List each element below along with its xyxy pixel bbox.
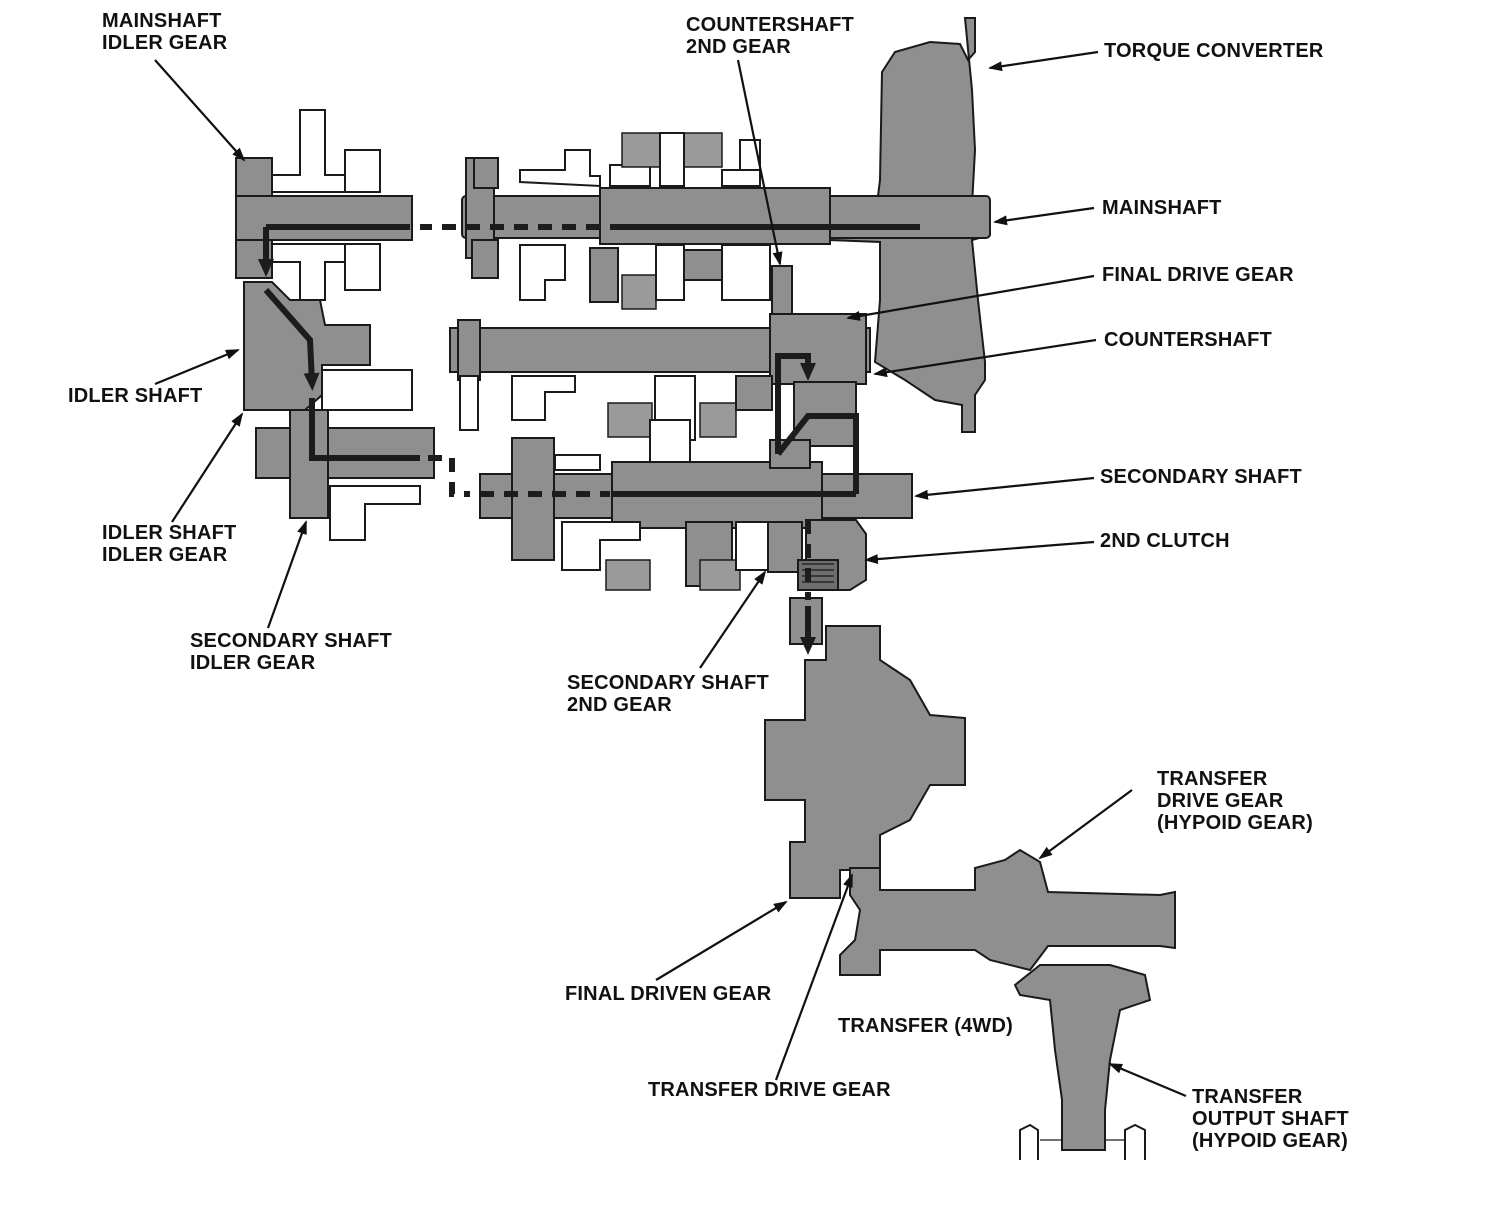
label-second-clutch: 2ND CLUTCH: [1100, 530, 1230, 552]
second-clutch-assembly: [797, 519, 867, 591]
label-secondary-shaft-2nd-gear: SECONDARY SHAFT 2ND GEAR: [567, 672, 769, 716]
transfer-output-flange: [1019, 1123, 1146, 1160]
leader-mainshaft: [993, 206, 1095, 226]
label-idler-shaft-idler-gear: IDLER SHAFT IDLER GEAR: [102, 522, 237, 566]
secondary-shaft-lower-gears: [561, 521, 803, 591]
final-drive-housing: [764, 597, 966, 899]
leader-final-drive-gear: [846, 274, 1095, 321]
label-mainshaft: MAINSHAFT: [1102, 197, 1222, 219]
label-mainshaft-idler-gear: MAINSHAFT IDLER GEAR: [102, 10, 228, 54]
power-flow-path: [258, 224, 920, 655]
label-transfer-4wd: TRANSFER (4WD): [838, 1015, 1014, 1037]
secondary-shaft-idler-gear: [255, 409, 435, 541]
leader-transfer-drive-gear: [774, 873, 854, 1081]
leader-second-clutch: [864, 540, 1095, 565]
leader-transfer-drive-gear-hypoid: [1038, 789, 1133, 860]
secondary-shaft-upper-gears: [554, 419, 811, 471]
idler-shaft-idler-gear: [243, 281, 413, 411]
leader-countershaft-2nd-gear: [736, 59, 783, 266]
label-final-drive-gear: FINAL DRIVE GEAR: [1102, 264, 1294, 286]
leader-secondary-shaft-2nd-gear: [699, 570, 767, 669]
leader-transfer-output-shaft-hypoid: [1108, 1062, 1187, 1098]
label-countershaft: COUNTERSHAFT: [1104, 329, 1272, 351]
label-secondary-shaft-idler-gear: SECONDARY SHAFT IDLER GEAR: [190, 630, 392, 674]
leader-idler-shaft-idler-gear: [171, 412, 244, 523]
label-idler-shaft: IDLER SHAFT: [68, 385, 203, 407]
countershaft-lower-gears: [459, 375, 857, 447]
leader-lines: [154, 50, 1187, 1098]
label-secondary-shaft: SECONDARY SHAFT: [1100, 466, 1302, 488]
countershaft: [449, 313, 871, 385]
label-transfer-drive-gear-hypoid: TRANSFER DRIVE GEAR (HYPOID GEAR): [1157, 768, 1313, 834]
transfer-assembly: [839, 848, 1176, 1160]
leader-countershaft: [873, 338, 1097, 378]
mainshaft-lower-gears: [471, 239, 793, 325]
mainshaft-upper-gears: [473, 132, 761, 189]
label-final-driven-gear: FINAL DRIVEN GEAR: [565, 983, 772, 1005]
label-countershaft-2nd-gear: COUNTERSHAFT 2ND GEAR: [686, 14, 854, 58]
leader-secondary-shaft: [914, 476, 1095, 500]
mainshaft-idler-gear: [235, 109, 413, 301]
leader-idler-shaft: [154, 348, 240, 386]
label-torque-converter: TORQUE CONVERTER: [1104, 40, 1324, 62]
label-transfer-drive-gear: TRANSFER DRIVE GEAR: [648, 1079, 891, 1101]
leader-torque-converter: [988, 50, 1099, 72]
leader-final-driven-gear: [655, 900, 788, 981]
label-transfer-output-shaft-hypoid: TRANSFER OUTPUT SHAFT (HYPOID GEAR): [1192, 1086, 1349, 1152]
leader-mainshaft-idler-gear: [154, 59, 246, 162]
leader-secondary-shaft-idler-gear: [266, 520, 308, 629]
